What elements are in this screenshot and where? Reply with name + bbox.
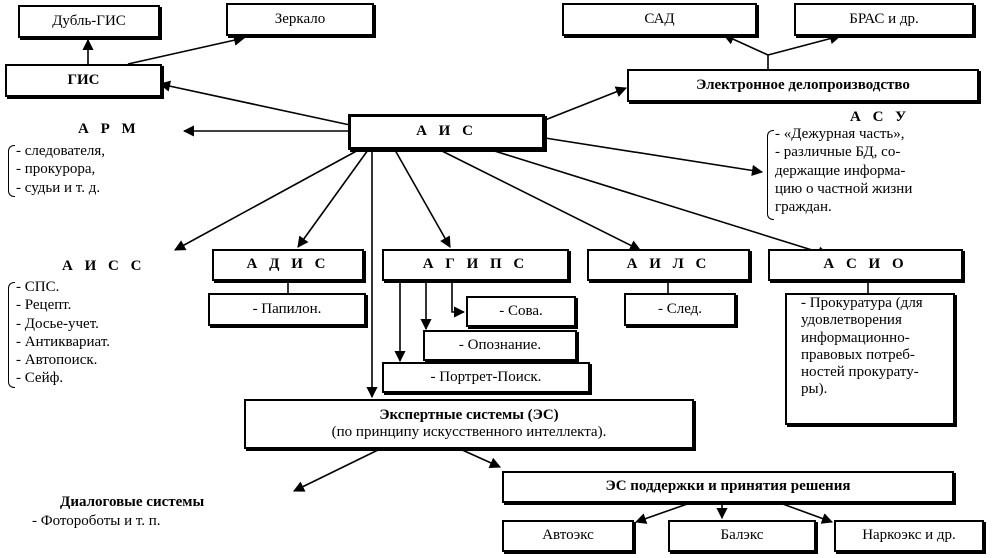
asu-line: - «Дежурная часть», <box>775 126 905 142</box>
ails-label: А И Л С <box>626 256 711 273</box>
opoznanie-box: - Опознание. <box>423 330 577 361</box>
asu-line: - различные БД, со- <box>775 144 901 161</box>
agips-label: А Г И П С <box>422 256 529 273</box>
arrow-es-support <box>459 448 502 468</box>
aiss-item: - Рецепт. <box>16 297 72 314</box>
dubl-gis-box: Дубль-ГИС <box>18 5 160 38</box>
arm-item: - следователя, <box>16 143 105 159</box>
arrow-ais-asu <box>544 137 764 176</box>
aiss-title: А И С С <box>62 258 146 274</box>
prokuratura-line: удовлетворения <box>801 312 902 329</box>
arrow-ais-adis <box>297 149 369 248</box>
sad-box: САД <box>562 3 757 36</box>
arrow-ais-edo <box>544 86 628 121</box>
prokuratura-box: - Прокуратура (для удовлетворения информ… <box>785 293 955 425</box>
zerkalo-label: Зеркало <box>274 10 326 27</box>
arm-list: - следователя, - прокурора, - судьи и т.… <box>16 142 105 197</box>
asu-title: А С У <box>850 109 911 125</box>
sled-box: - След. <box>624 293 736 326</box>
arm-item: - судьи и т. д. <box>16 179 101 196</box>
es-support-label: ЭС поддержки и принятия решения <box>605 478 851 495</box>
asu-line: цию о частной жизни <box>775 180 913 197</box>
prokuratura-line: - Прокуратура (для <box>801 295 923 311</box>
dialog-item: - Фоторoботы и т. п. <box>32 513 161 529</box>
es-subtitle: (по принципу искусственного интеллекта). <box>331 424 607 440</box>
prokuratura-line: ры). <box>801 381 828 398</box>
aiss-item: - СПС. <box>16 279 60 295</box>
asu-line: держащие информа- <box>775 162 906 179</box>
avtoeks-box: Автоэкс <box>502 520 634 552</box>
arrow-gis-zerkalo <box>127 34 246 65</box>
aiss-bracket <box>8 282 15 388</box>
arrow-ais-gis <box>158 80 351 126</box>
asu-bracket <box>767 130 774 220</box>
asio-box: А С И О <box>768 249 963 281</box>
arrow-ais-aiss <box>174 147 363 251</box>
adis-label: А Д И С <box>246 256 330 273</box>
aiss-list: - СПС. - Рецепт. - Досье-учет. - Антиква… <box>16 278 110 388</box>
arm-item: - прокурора, <box>16 161 96 178</box>
ais-box: А И С <box>348 114 545 150</box>
arrow-agips-sova <box>451 282 466 318</box>
narkoeks-box: Наркоэкс и др. <box>834 520 984 552</box>
ails-box: А И Л С <box>587 249 750 281</box>
portret-label: - Портрет-Поиск. <box>430 368 542 385</box>
es-title: Экспертные системы (ЭС) <box>379 406 559 423</box>
prokuratura-line: правовых потреб- <box>801 346 915 363</box>
es-box: Экспертные системы (ЭС) (по принципу иск… <box>244 399 694 449</box>
papilon-box: - Папилон. <box>208 293 366 326</box>
prokuratura-line: ностей прокурату- <box>801 364 919 380</box>
ais-label: А И С <box>416 123 477 140</box>
prokuratura-line: информационно- <box>801 329 910 346</box>
avtoeks-label: Автоэкс <box>542 527 594 544</box>
dubl-gis-label: Дубль-ГИС <box>52 12 126 29</box>
bras-label: БРАС и др. <box>849 10 919 27</box>
arrow-ais-asio <box>484 147 830 258</box>
aiss-item: - Антиквариат. <box>16 333 110 350</box>
sled-label: - След. <box>657 300 703 317</box>
arrow-es-dialog <box>292 448 381 492</box>
aiss-item: - Сейф. <box>16 370 64 387</box>
gis-box: ГИС <box>5 64 162 97</box>
adis-box: А Д И С <box>212 249 364 281</box>
arm-title: А Р М <box>78 121 140 137</box>
arm-bracket <box>8 145 15 197</box>
arrow-ais-ails <box>439 149 642 251</box>
opoznanie-label: - Опознание. <box>458 336 542 353</box>
sova-label: - Сова. <box>499 302 543 319</box>
asio-label: А С И О <box>823 256 908 273</box>
arrow-ais-agips <box>394 149 451 248</box>
portret-box: - Портрет-Поиск. <box>382 362 590 393</box>
arrow-support-avtoeks <box>634 502 691 524</box>
baleks-box: Балэкс <box>668 520 816 552</box>
arrow-edo-bras <box>767 33 842 56</box>
es-support-box: ЭС поддержки и принятия решения <box>502 471 954 503</box>
arrow-edo-sad <box>722 34 769 69</box>
narkoeks-label: Наркоэкс и др. <box>862 527 956 544</box>
agips-box: А Г И П С <box>382 249 569 281</box>
edo-label: Электронное делопроизводство <box>696 76 910 93</box>
aiss-item: - Досье-учет. <box>16 315 99 332</box>
arrow-support-narkoeks <box>779 502 834 524</box>
papilon-label: - Папилон. <box>252 300 322 317</box>
asu-list: - «Дежурная часть», - различные БД, со- … <box>775 125 912 216</box>
edo-box: Электронное делопроизводство <box>627 69 979 102</box>
asu-line: граждан. <box>775 199 832 216</box>
dialog-title: Диалоговые системы <box>60 494 205 510</box>
zerkalo-box: Зеркало <box>226 3 374 36</box>
sad-label: САД <box>644 10 675 27</box>
aiss-item: - Автопоиск. <box>16 352 98 369</box>
sova-box: - Сова. <box>466 296 576 327</box>
gis-label: ГИС <box>67 71 100 88</box>
bras-box: БРАС и др. <box>794 3 974 36</box>
baleks-label: Балэкс <box>720 527 764 544</box>
